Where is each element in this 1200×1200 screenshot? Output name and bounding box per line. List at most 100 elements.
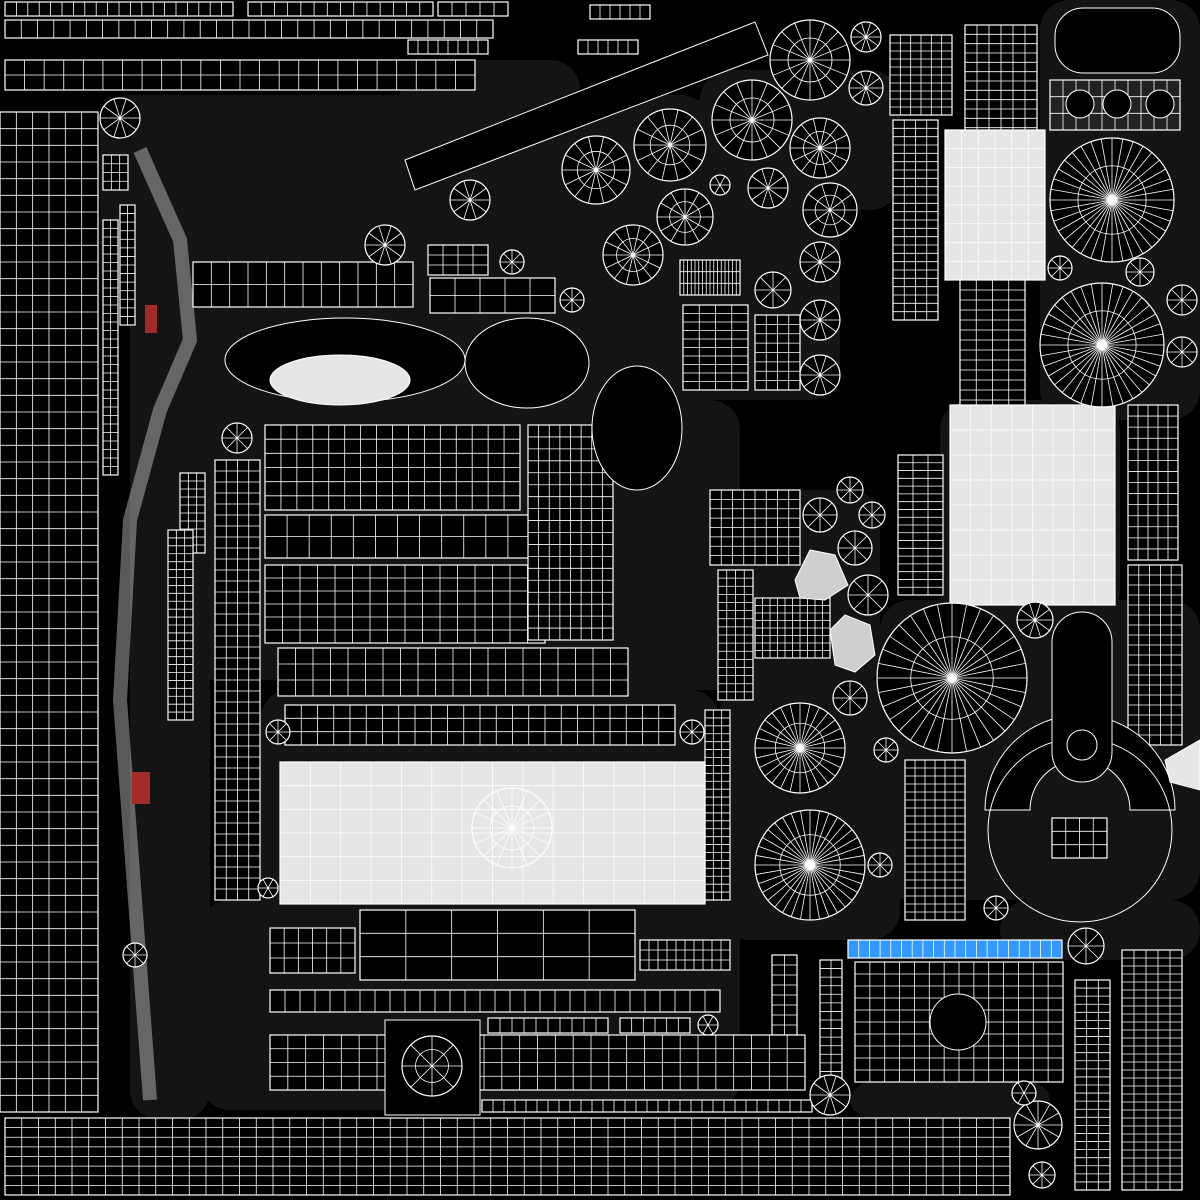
uv-radial-spokes (803, 498, 837, 532)
uv-radial-ring (1067, 310, 1137, 380)
uv-grid-lines (640, 940, 730, 970)
uv-red-accent (132, 772, 150, 804)
uv-radial-spokes (712, 80, 792, 160)
uv-grid-lines (890, 35, 952, 115)
uv-radial-spokes (984, 896, 1008, 920)
uv-radial-ring (814, 194, 846, 226)
uv-radial-spokes (266, 720, 290, 744)
uv-radial-spokes (868, 853, 892, 877)
uv-grid-lines (898, 455, 943, 595)
uv-radial-spokes (803, 184, 857, 236)
uv-hole (929, 993, 987, 1051)
uv-radial-spokes (874, 738, 898, 762)
uv-radial-spokes (755, 272, 791, 308)
uv-grid-lines (492, 1100, 802, 1112)
uv-radial-ring (1077, 165, 1147, 235)
uv-long-strip (112, 147, 198, 1101)
uv-radial-spokes (849, 71, 883, 105)
uv-grid-lines (285, 705, 675, 745)
uv-radial-spokes (1126, 258, 1154, 286)
uv-radial-spokes (770, 20, 850, 100)
uv-grid-lines (451, 2, 495, 16)
uv-radial-spokes (859, 502, 885, 528)
uv-grid-lines (858, 940, 1052, 958)
uv-grid-lines (1075, 980, 1110, 1190)
uv-radial-spokes (1167, 285, 1197, 315)
uv-hole (1145, 89, 1175, 119)
uv-grid-lines (587, 40, 629, 54)
uv-radial-ring (729, 97, 775, 143)
uv-radial-spokes (680, 720, 704, 744)
uv-grid-shell (437, 1, 509, 17)
uv-grid-lines (5, 60, 475, 90)
uv-radial-spokes (365, 225, 405, 265)
uv-grid-lines (1128, 405, 1178, 560)
uv-grid-lines (168, 530, 193, 720)
uv-rock-piece (829, 614, 876, 673)
uv-radial-spokes (657, 189, 713, 245)
uv-radial-ring (489, 805, 535, 851)
uv-radial-spokes (800, 355, 840, 395)
uv-grid-lines (260, 2, 421, 16)
uv-grid-lines (265, 565, 545, 643)
uv-grid-lines (15, 2, 222, 16)
uv-radial-spokes (1014, 1101, 1062, 1149)
uv-grid-lines (893, 120, 938, 320)
uv-grid-lines (599, 5, 641, 19)
uv-radial-spokes (258, 879, 278, 897)
uv-diagonal-strip (404, 21, 769, 191)
uv-grid-lines (718, 570, 753, 700)
uv-oval-piece (464, 317, 590, 409)
uv-grid-lines (1122, 950, 1182, 1190)
uv-radial-spokes (837, 477, 863, 503)
uv-grid-lines (0, 112, 98, 1112)
uv-radial-spokes (710, 176, 730, 194)
uv-radial-spokes (800, 300, 840, 340)
uv-grid-lines (905, 760, 965, 920)
uv-radial-ring (649, 124, 691, 166)
uv-island (850, 1080, 1050, 1120)
uv-radial-spokes (500, 250, 524, 274)
uv-grid-lines (360, 910, 635, 980)
uv-radial-spokes (560, 288, 584, 312)
uv-radial-spokes (100, 98, 140, 138)
uv-radial-ring (576, 150, 616, 190)
uv-hole (1066, 729, 1098, 761)
uv-oval-piece (591, 365, 683, 491)
uv-grid-lines (5, 1118, 1010, 1195)
uv-radial-spokes (222, 423, 252, 453)
uv-grid-lines (265, 425, 520, 510)
uv-grid-lines (278, 648, 628, 696)
uv-grid-lines (103, 220, 118, 475)
uv-radial-spokes (1040, 283, 1164, 407)
uv-capsule (1054, 7, 1181, 74)
uv-grid-lines (631, 1018, 679, 1033)
uv-hole (1065, 89, 1095, 119)
uv-radial-spokes (634, 109, 706, 181)
uv-grid-lines (710, 490, 800, 565)
uv-filled-blob (1164, 739, 1200, 791)
uv-grid-lines (193, 262, 413, 307)
uv-radial-spokes (833, 681, 867, 715)
uv-grid-lines (945, 130, 1045, 280)
uv-radial-spokes (472, 788, 552, 868)
uv-radial-spokes (800, 242, 840, 282)
uv-grid-lines (683, 305, 748, 390)
uv-radial-spokes (1068, 928, 1104, 964)
uv-radial-spokes (838, 531, 872, 565)
uv-grid-lines (528, 425, 613, 640)
uv-radial-spokes (603, 225, 663, 285)
uv-grid-lines (705, 710, 730, 900)
uv-grid-lines (965, 25, 1037, 137)
uv-red-accent (145, 305, 157, 333)
uv-radial-spokes (810, 1075, 850, 1115)
uv-grid-lines (772, 955, 797, 1035)
uv-radial-spokes (1048, 256, 1072, 280)
uv-grid-lines (680, 260, 740, 295)
uv-radial-ring (803, 131, 837, 165)
uv-hole (1102, 89, 1132, 119)
uv-radial-spokes (698, 1016, 718, 1034)
uv-radial-spokes (1050, 138, 1174, 262)
